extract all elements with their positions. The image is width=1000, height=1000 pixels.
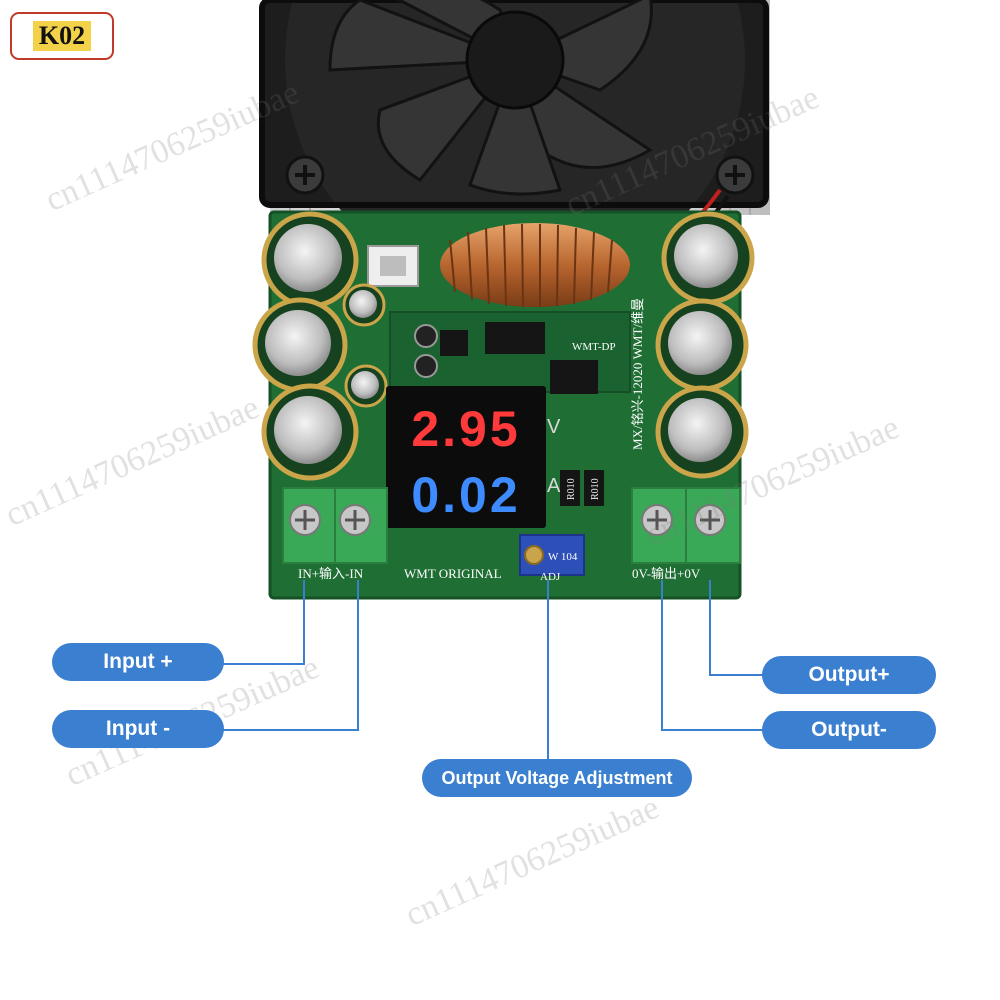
callout-input-minus: Input - [52,710,224,748]
input-terminal-block [282,487,388,564]
digital-display: 2.95 0.02 V A [386,386,561,528]
leader-input-plus [222,580,305,665]
potentiometer-label: W 104 [548,551,578,563]
callout-voltage-adjustment: Output Voltage Adjustment [422,759,692,797]
callout-output-plus: Output+ [762,656,936,694]
voltage-readout: 2.95 [411,401,520,457]
capacitor [252,297,348,393]
leader-input-minus [222,580,359,731]
capacitor-small [344,364,388,408]
ic-chip [485,322,545,354]
resistor-label-2: R010 [590,478,601,500]
output-terminal-label: 0V-输出+0V [632,566,701,581]
capacitor [655,298,749,392]
leader-output-minus [661,580,764,731]
model-badge-label: K02 [32,21,92,51]
resistor [560,470,580,506]
module-label: WMT-DP [572,341,616,353]
leader-output-plus [709,580,764,676]
current-unit: A [547,475,561,497]
output-terminal-block [631,487,741,564]
capacitor-small [342,283,386,327]
callout-output-minus: Output- [762,711,936,749]
callout-lines [222,580,764,760]
voltage-unit: V [547,416,561,438]
toroid-inductor [440,223,630,308]
model-badge: K02 [10,12,114,60]
capacitor [661,211,755,305]
resistor-label-1: R010 [566,478,577,500]
capacitor [261,211,359,309]
capacitor [655,385,749,479]
resistor [584,470,604,506]
ic-chip [550,360,598,394]
adj-label: ADJ [540,571,561,583]
model-label: MX/铭兴-12020 WMT/维曼 [630,298,645,450]
potentiometer: W 104 [519,534,585,576]
current-readout: 0.02 [411,467,520,523]
capacitor [261,383,359,481]
callout-input-plus: Input + [52,643,224,681]
mosfet [440,330,468,356]
input-terminal-label: IN+输入-IN [298,566,364,581]
brand-label: WMT ORIGINAL [404,566,502,581]
